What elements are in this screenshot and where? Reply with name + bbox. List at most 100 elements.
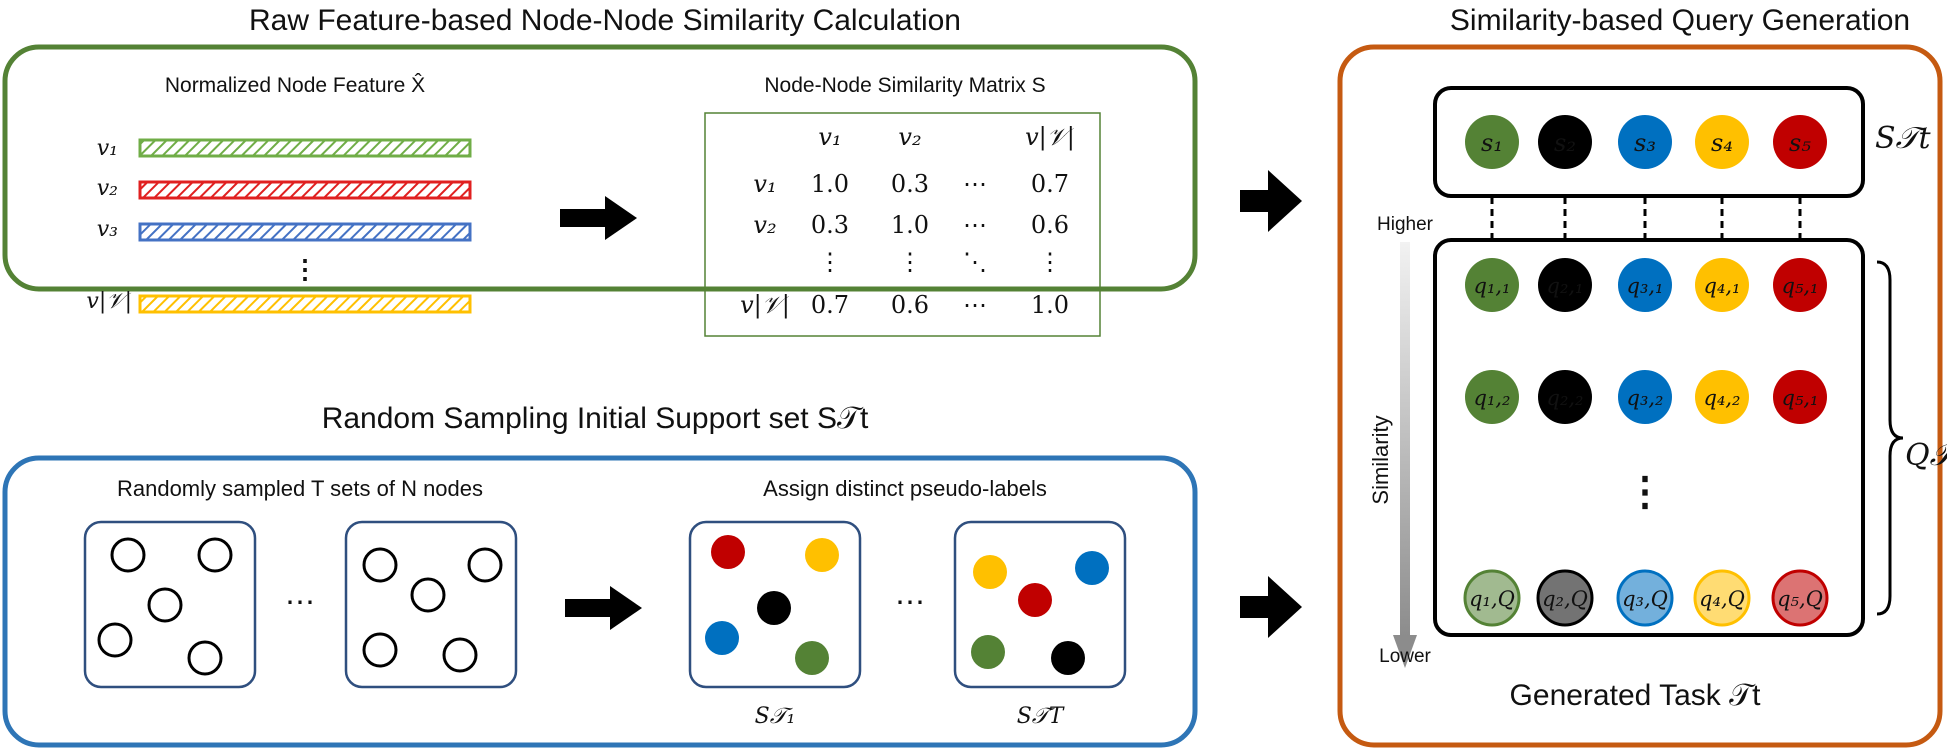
support-node-label: s₃ [1634, 129, 1656, 157]
query-node [1618, 258, 1672, 312]
query-node-label: q₅,₁ [1782, 386, 1819, 410]
labeled-set-box [953, 520, 1127, 689]
matrix-cell: 1.0 [891, 211, 929, 239]
axis-higher-label: Higher [1377, 214, 1434, 235]
query-node-label: q₅,₁ [1782, 274, 1819, 298]
query-node [1773, 370, 1827, 424]
support-node-label: s₂ [1554, 129, 1576, 157]
query-node [1695, 258, 1749, 312]
support-query-links [1490, 197, 1802, 238]
bottom-panel-frame [2, 455, 1198, 748]
query-node [1538, 370, 1592, 424]
unlabeled-node [467, 547, 503, 583]
matrix-cell: 0.7 [811, 291, 849, 319]
matrix-cell: 1.0 [811, 170, 849, 198]
query-brace [1876, 260, 1904, 616]
query-node-label: q₄,₁ [1704, 274, 1741, 298]
matrix-cell: ⋮ [1038, 248, 1062, 276]
feature-bar-red [138, 180, 472, 200]
query-node [1538, 258, 1592, 312]
labeled-node-green [795, 641, 829, 675]
feature-label: Normalized Node Feature X̂ [165, 74, 425, 97]
labeled-node-red [1018, 583, 1052, 617]
sampled-sets-label: Randomly sampled T sets of N nodes [117, 476, 483, 501]
matrix-cell: 0.7 [1031, 170, 1069, 198]
top-panel-frame [2, 44, 1198, 292]
unlabeled-node [110, 537, 146, 573]
matrix-cell: ⋱ [963, 248, 987, 276]
set-caption-last: S𝒯T [1017, 704, 1066, 729]
query-node-label: q₂,Q [1542, 587, 1588, 611]
support-node-label: s₅ [1789, 129, 1811, 157]
feature-bar-yellow [138, 294, 472, 314]
query-node-label: q₃,₂ [1627, 386, 1664, 410]
unlabeled-node [362, 547, 398, 583]
matrix-cell: ⋮ [818, 248, 842, 276]
support-node [1465, 115, 1519, 169]
query-node [1536, 569, 1594, 627]
query-node [1695, 370, 1749, 424]
similarity-arrow [1393, 242, 1417, 668]
support-node [1618, 115, 1672, 169]
unlabeled-node [362, 632, 398, 668]
unlabeled-node [97, 622, 133, 658]
unlabeled-node [410, 577, 446, 613]
query-node-label: q₁,₁ [1474, 274, 1511, 298]
axis-similarity-label: Similarity [1368, 415, 1393, 504]
query-node [1465, 370, 1519, 424]
labeled-node-yellow [973, 555, 1007, 589]
labeled-node-black [1051, 641, 1085, 675]
query-node [1771, 569, 1829, 627]
arrow-bottom-middle [565, 586, 642, 630]
support-node-label: s₁ [1481, 129, 1503, 157]
support-node-label: s₄ [1711, 129, 1733, 157]
query-node-label: q₃,Q [1622, 587, 1668, 611]
arrow-to-query-top [1240, 170, 1302, 232]
matrix-col-header: v|𝒱| [1025, 123, 1075, 152]
query-node-label: q₁,Q [1469, 587, 1515, 611]
query-node-label: q₂,₂ [1547, 386, 1584, 410]
right-panel-frame [1337, 44, 1943, 748]
matrix-label: Node-Node Similarity Matrix S [764, 74, 1045, 97]
query-nodes: q₁,₁ q₂,₁ q₃,₁ q₄,₁ q₅,₁ q₁,₂ q₂,₂ q₃,₂ q₄,₂ q₅,₁… [1463, 258, 1829, 627]
sampled-set-box [83, 520, 257, 689]
arrow-to-query-bottom [1240, 576, 1302, 638]
query-node-label: q₁,₂ [1474, 386, 1511, 410]
matrix-row-headers: v₁ v₂ v|𝒱| [740, 170, 790, 320]
query-node-label: q₄,₂ [1704, 386, 1741, 410]
query-set-label: Q𝒯t [1905, 438, 1947, 473]
feature-row-label: v₃ [97, 217, 118, 242]
query-node [1616, 569, 1674, 627]
pseudo-labels-label: Assign distinct pseudo-labels [763, 476, 1047, 501]
right-panel-title: Similarity-based Query Generation [1450, 4, 1910, 37]
labeled-node-blue [705, 621, 739, 655]
feature-bar-blue [138, 222, 472, 242]
query-node-label: q₂,₁ [1547, 274, 1584, 298]
support-set-label: S𝒯t [1875, 121, 1932, 156]
support-node [1773, 115, 1827, 169]
feature-bar-green [138, 138, 472, 158]
query-node [1693, 569, 1751, 627]
top-panel-title: Raw Feature-based Node-Node Similarity C… [249, 4, 961, 37]
matrix-cell: 0.6 [1031, 211, 1069, 239]
feature-row-label: v|𝒱| [86, 289, 132, 314]
labeled-node-yellow [805, 538, 839, 572]
query-node-label: q₅,Q [1777, 587, 1823, 611]
matrix-col-header: v₂ [898, 123, 921, 151]
matrix-cell: 0.3 [891, 170, 929, 198]
matrix-row-header: v₂ [753, 211, 776, 239]
generated-task-caption: Generated Task 𝒯t [1510, 679, 1762, 712]
query-set-box [1433, 238, 1865, 637]
query-node [1463, 569, 1521, 627]
matrix-cell: ⋯ [963, 211, 987, 239]
support-node [1538, 115, 1592, 169]
query-node-label: q₃,₁ [1627, 274, 1664, 298]
bottom-panel-title: Random Sampling Initial Support set S𝒯t [322, 402, 869, 435]
support-node [1695, 115, 1749, 169]
matrix-cell: 1.0 [1031, 291, 1069, 319]
unlabeled-node [197, 537, 233, 573]
query-node [1618, 370, 1672, 424]
set-caption-first: S𝒯₁ [755, 704, 796, 729]
